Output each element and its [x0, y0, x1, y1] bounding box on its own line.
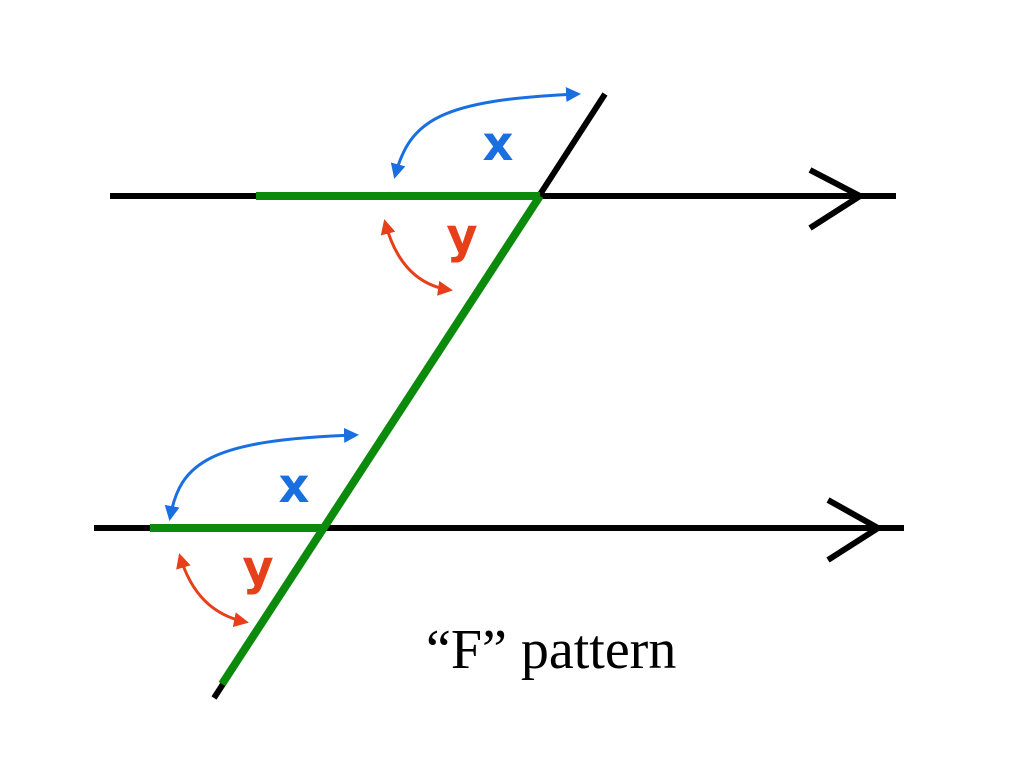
- lower-angle-y-label: y: [242, 540, 273, 596]
- lower-angle-x-label: x: [279, 458, 310, 514]
- lower-angle-x-arrow: [164, 427, 359, 521]
- lower-angle-y-arrow: [176, 553, 249, 628]
- upper-angle-y-label: y: [446, 208, 477, 264]
- lower-parallel-arrowhead: [826, 497, 884, 563]
- upper-parallel-arrowhead: [808, 167, 866, 231]
- upper-angle-x-arrow: [390, 87, 581, 179]
- upper-angle-x-label: x: [483, 116, 514, 172]
- upper-angle-y-arrow: [380, 219, 453, 296]
- pattern-caption: “F” pattern: [426, 619, 676, 681]
- f-shape-stem: [218, 193, 544, 687]
